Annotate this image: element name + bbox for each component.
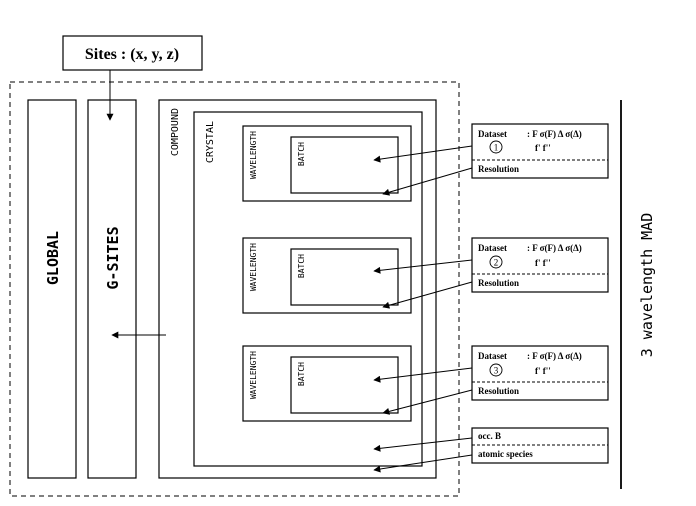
dataset-1-fprime: f' f'' <box>535 143 551 153</box>
dataset-2-frame <box>471 237 609 293</box>
dataset-1-to-batch-arrow <box>373 145 473 163</box>
batch-box-2 <box>290 248 399 306</box>
dataset-3-name: Dataset <box>478 351 507 361</box>
atom-params-frame <box>471 427 609 464</box>
atom-params-box: occ. B atomic species <box>471 427 609 464</box>
dataset-2-number-circle <box>489 255 503 269</box>
wavelength-label-2: WAVELENGTH <box>249 243 258 291</box>
gsites-box <box>87 99 137 479</box>
dataset-2-resolution: Resolution <box>478 278 519 288</box>
dataset-1-resolution: Resolution <box>478 164 519 174</box>
dataset-3-to-batch-arrow <box>373 367 473 383</box>
dataset-3-fields: : F σ(F) Δ σ(Δ) <box>527 351 582 361</box>
dataset-1-number: 1 <box>494 143 499 153</box>
wavelength-group-1: WAVELENGTH BATCH <box>242 125 412 202</box>
dataset-3-frame <box>471 345 609 401</box>
dataset-2-to-batch-arrow <box>373 259 473 274</box>
dataset-3-number-circle <box>489 363 503 377</box>
compound-label: COMPOUND <box>170 108 181 156</box>
mad-label: 3 wavelength MAD <box>638 213 656 358</box>
wavelength-label-3: WAVELENGTH <box>249 351 258 399</box>
dataset-box-1: Dataset : F σ(F) Δ σ(Δ) 1 f' f'' Resolut… <box>471 123 609 179</box>
sites-label: Sites : (x, y, z) <box>85 46 179 63</box>
occ-to-crystal-arrow <box>373 437 473 452</box>
dataset-3-number: 3 <box>494 366 499 376</box>
dataset-3-resolution: Resolution <box>478 386 519 396</box>
dataset-1-frame <box>471 123 609 179</box>
dataset-3-fprime: f' f'' <box>535 366 551 376</box>
resolution-2-to-wavelength-arrow <box>382 281 473 309</box>
batch-box-1 <box>290 136 399 194</box>
resolution-3-to-wavelength-arrow <box>382 389 473 415</box>
wavelength-label-1: WAVELENGTH <box>249 131 258 179</box>
atomic-species-to-compound-arrow <box>373 454 473 473</box>
batch-label-2: BATCH <box>297 254 306 278</box>
batch-label-3: BATCH <box>297 362 306 386</box>
gsites-label: G-SITES <box>104 226 122 289</box>
wavelength-group-2: WAVELENGTH BATCH <box>242 237 412 314</box>
wavelength-group-3: WAVELENGTH BATCH <box>242 345 412 422</box>
global-box <box>27 99 77 479</box>
crystal-label: CRYSTAL <box>205 121 216 163</box>
resolution-1-to-wavelength-arrow <box>382 167 473 196</box>
batch-label-1: BATCH <box>297 142 306 166</box>
crystal-box <box>193 111 423 467</box>
wavelength-box-3 <box>242 345 412 422</box>
outer-dashed-boundary <box>9 81 460 497</box>
atomic-species-label: atomic species <box>478 449 533 459</box>
dataset-2-number: 2 <box>494 258 499 268</box>
dataset-2-fields: : F σ(F) Δ σ(Δ) <box>527 243 582 253</box>
dataset-box-2: Dataset : F σ(F) Δ σ(Δ) 2 f' f'' Resolut… <box>471 237 609 293</box>
global-label: GLOBAL <box>44 231 62 285</box>
dataset-1-number-circle <box>489 140 503 154</box>
compound-box <box>158 99 437 479</box>
occ-label: occ. B <box>478 431 501 441</box>
dataset-1-name: Dataset <box>478 129 507 139</box>
dataset-1-fields: : F σ(F) Δ σ(Δ) <box>527 129 582 139</box>
wavelength-box-2 <box>242 237 412 314</box>
batch-box-3 <box>290 356 399 414</box>
sites-box <box>62 35 203 71</box>
dataset-box-3: Dataset : F σ(F) Δ σ(Δ) 3 f' f'' Resolut… <box>471 345 609 401</box>
dataset-2-name: Dataset <box>478 243 507 253</box>
dataset-2-fprime: f' f'' <box>535 258 551 268</box>
wavelength-box-1 <box>242 125 412 202</box>
